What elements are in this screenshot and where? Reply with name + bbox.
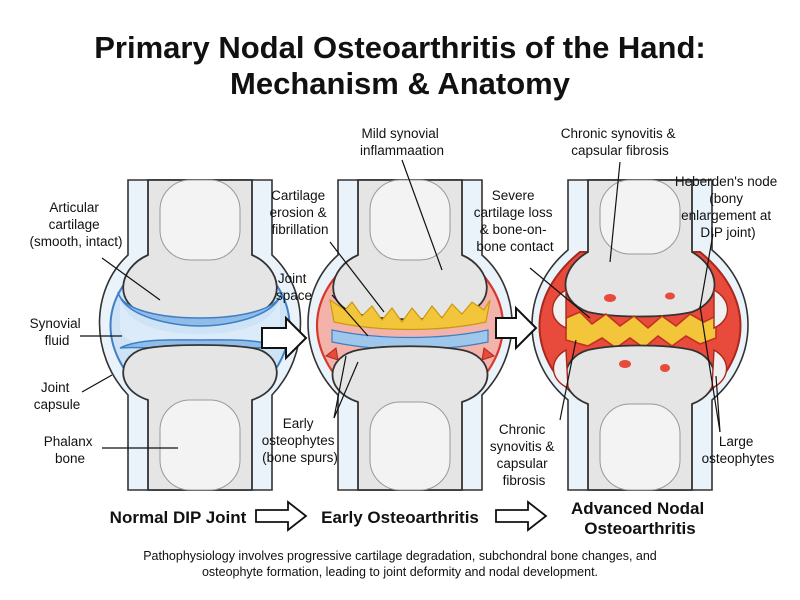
- label-phalanx-bone: Phalanx bone: [44, 434, 97, 466]
- arrow-early-to-advanced: [495, 305, 538, 351]
- label-articular-cartilage: Articular cartilage (smooth, intact): [29, 200, 122, 249]
- label-synovial-fluid: Synovial fluid: [30, 316, 85, 348]
- stage-advanced: Advanced Nodal Osteoarthritis: [571, 499, 709, 538]
- stage-arrow-1: [255, 500, 308, 532]
- label-joint-space: Joint space: [276, 271, 312, 303]
- normal-upper-cartilage: [117, 291, 283, 327]
- footer-line-2: osteophyte formation, leading to joint d…: [201, 565, 599, 579]
- advanced-joint-illustration: [531, 179, 749, 491]
- label-mild-synovial: Mild synovial inflammaation: [360, 126, 444, 158]
- label-chronic-synovitis-bottom: Chronic synovitis & capsular fibrosis: [490, 422, 558, 488]
- title-line-2: Mechanism & Anatomy: [230, 66, 570, 101]
- label-chronic-synovitis-top: Chronic synovitis & capsular fibrosis: [561, 126, 680, 158]
- early-joint-illustration: [307, 179, 513, 491]
- early-eroded-cartilage: [329, 298, 491, 331]
- stage-early: Early Osteoarthritis: [321, 508, 479, 527]
- page-title: Primary Nodal Osteoarthritis of the Hand…: [0, 30, 800, 102]
- footer-caption: Pathophysiology involves progressive car…: [60, 548, 740, 580]
- title-line-1: Primary Nodal Osteoarthritis of the Hand…: [94, 30, 706, 65]
- stage-arrow-2: [495, 500, 548, 532]
- arrow-normal-to-early: [261, 315, 308, 361]
- footer-line-1: Pathophysiology involves progressive car…: [143, 549, 657, 563]
- label-heberdens-node: Heberden's node (bony enlargement at DIP…: [675, 174, 781, 240]
- label-joint-capsule: Joint capsule: [34, 380, 81, 412]
- label-early-osteophytes: Early osteophytes (bone spurs): [262, 416, 339, 465]
- normal-joint-illustration: [98, 179, 302, 491]
- label-large-osteophytes: Large osteophytes: [702, 434, 775, 466]
- label-severe-cartilage-loss: Severe cartilage loss & bone-on- bone co…: [474, 188, 557, 254]
- label-cartilage-erosion: Cartilage erosion & fibrillation: [270, 188, 331, 237]
- stage-normal: Normal DIP Joint: [110, 508, 247, 527]
- normal-synovial-fluid: [120, 300, 280, 347]
